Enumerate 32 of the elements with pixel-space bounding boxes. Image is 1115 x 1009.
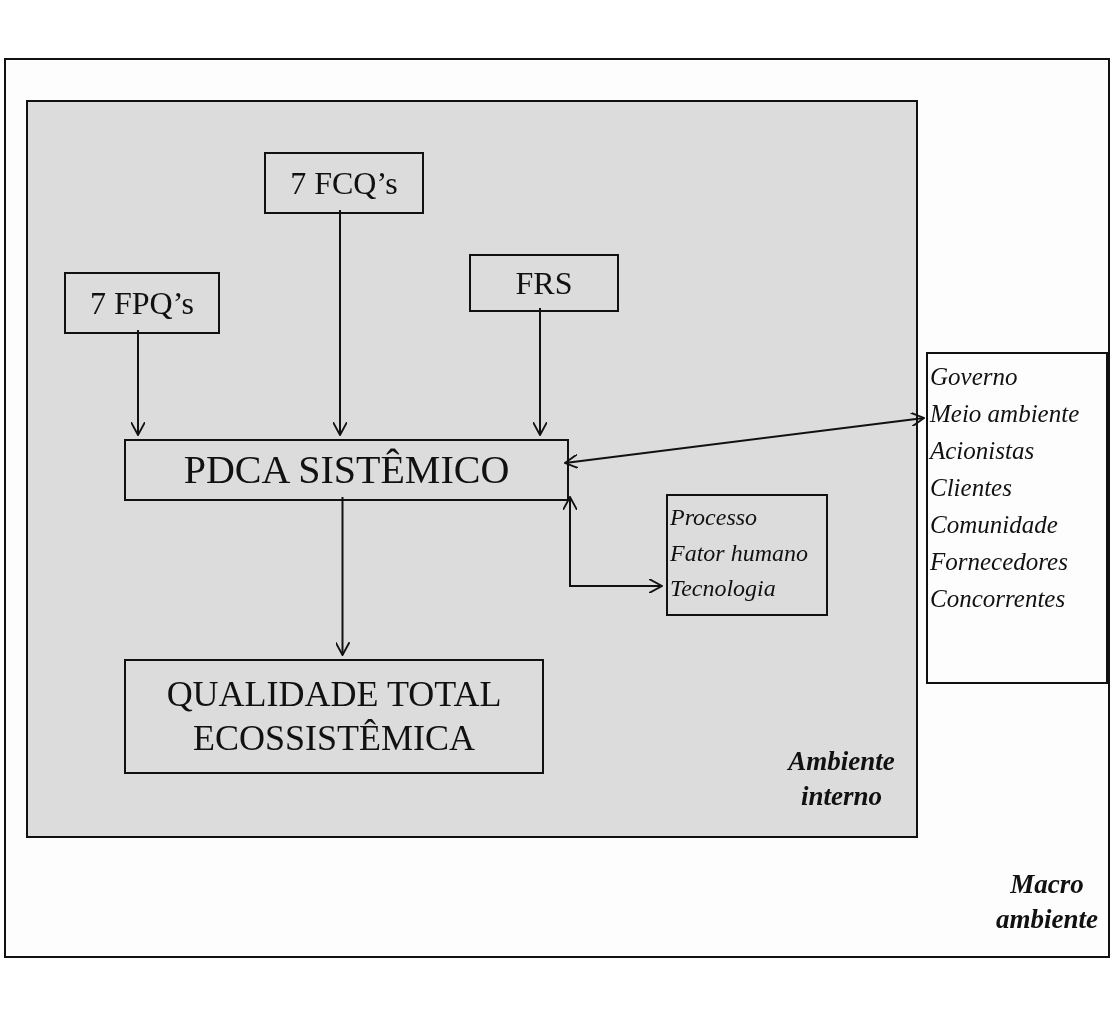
box-label: QUALIDADE TOTAL ECOSSISTÊMICA	[165, 673, 503, 760]
list-item: Governo	[930, 362, 1019, 392]
list-item: Comunidade	[930, 510, 1059, 540]
arrow	[332, 209, 348, 436]
arrow	[532, 307, 548, 436]
list-item: Fornecedores	[930, 547, 1069, 577]
process-box	[124, 439, 569, 501]
list-item: Acionistas	[930, 436, 1036, 466]
stakeholder-box	[926, 352, 1108, 684]
box-label: FRS	[515, 263, 573, 303]
list-item: Processo	[670, 503, 759, 532]
process-box	[124, 659, 544, 774]
arrow	[334, 496, 351, 656]
list-item: Tecnologia	[670, 574, 777, 604]
list-item: Fator humano	[670, 538, 809, 568]
box-label: 7 FCQ’s	[290, 163, 398, 203]
arrow	[562, 496, 663, 594]
box-label: PDCA SISTÊMICO	[183, 446, 510, 494]
process-box	[64, 272, 220, 334]
list-item: Clientes	[930, 473, 1013, 503]
region-label: Ambiente interno	[786, 745, 896, 814]
arrow	[564, 411, 925, 470]
region-label: Macro ambiente	[995, 868, 1099, 937]
inner-panel	[26, 100, 918, 838]
factor-box	[666, 494, 828, 616]
process-box	[469, 254, 619, 312]
outer-frame	[4, 58, 1110, 958]
process-box	[264, 152, 424, 214]
box-label: 7 FPQ’s	[89, 283, 194, 323]
arrow	[130, 329, 146, 436]
list-item: Meio ambiente	[930, 399, 1081, 429]
list-item: Concorrentes	[930, 584, 1067, 614]
